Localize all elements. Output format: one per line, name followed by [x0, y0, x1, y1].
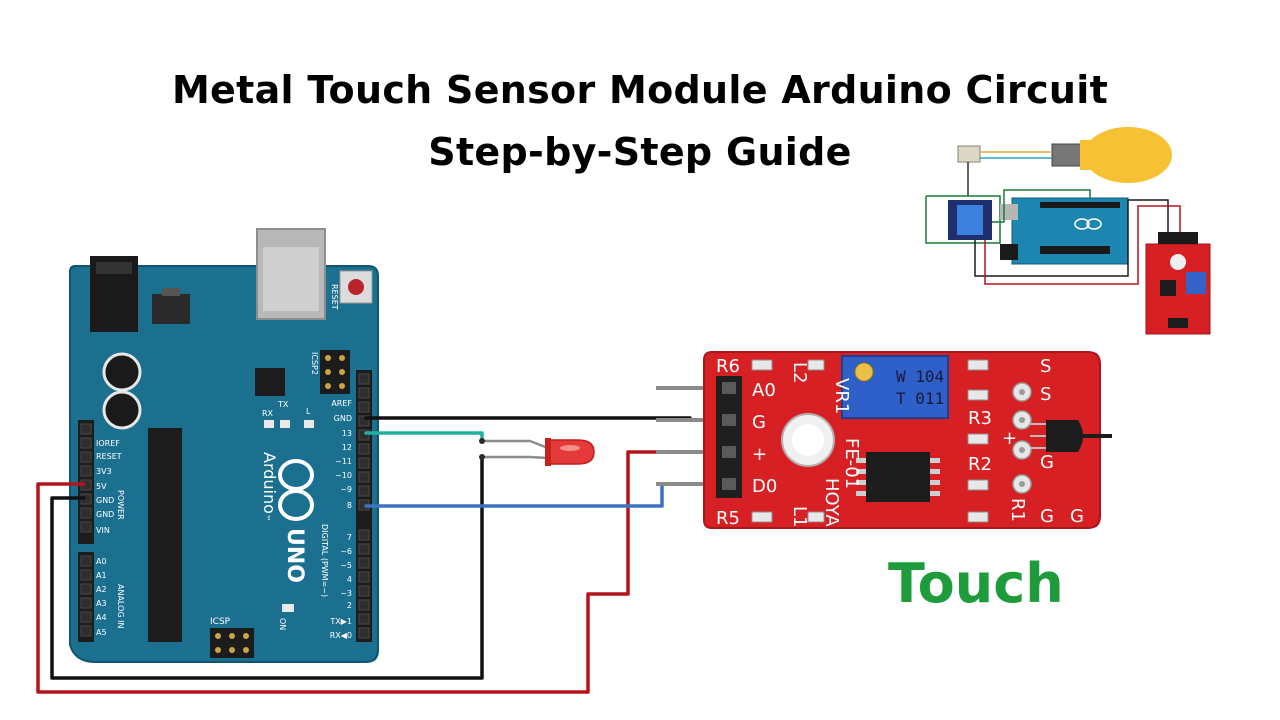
- wire-pin8-d0: [364, 482, 692, 508]
- inset-touch-module: [1145, 232, 1211, 335]
- touch-transistor: [1030, 420, 1112, 452]
- a2-label: A2: [96, 585, 107, 594]
- rx0-label: RX◀0: [330, 631, 352, 640]
- pin3-label: ~3: [340, 589, 352, 598]
- pin12-label: 12: [342, 443, 352, 452]
- plus-side-label: +: [1002, 428, 1017, 449]
- pin6-label: ~6: [340, 547, 352, 556]
- diagram-title-line1: Metal Touch Sensor Module Arduino Circui…: [171, 68, 1109, 112]
- inset-circuit-diagram: [925, 127, 1211, 335]
- wire-pin13-led: [364, 431, 484, 443]
- power-header: [78, 420, 94, 544]
- tx1-label: TX▶1: [329, 617, 352, 626]
- a5-label: A5: [96, 628, 107, 637]
- l2-label: L2: [789, 362, 810, 383]
- pin4-label: 4: [347, 575, 352, 584]
- l-led-label: L: [306, 407, 311, 416]
- 3v3-label: 3V3: [96, 467, 112, 476]
- a3-label: A3: [96, 599, 107, 608]
- digital-label: DIGITAL (PWM=~): [320, 524, 329, 597]
- r6-label: R6: [716, 356, 740, 377]
- arduino-logo: [278, 459, 314, 521]
- module-a0-label: A0: [752, 380, 776, 401]
- a4-label: A4: [96, 613, 107, 622]
- pin7-label: 7: [347, 533, 352, 542]
- g-bot-label: G: [1040, 506, 1054, 527]
- gnd2-label: GND: [96, 510, 114, 519]
- aref-label: AREF: [331, 399, 352, 408]
- atmega-chip: [148, 428, 182, 642]
- pin5-label: ~5: [340, 561, 352, 570]
- s-mid-label: S: [1040, 384, 1051, 405]
- touch-caption: Touch: [888, 552, 1064, 615]
- a0-label: A0: [96, 557, 107, 566]
- inset-arduino: [1000, 197, 1129, 265]
- pin2-label: 2: [347, 601, 352, 610]
- rx-label: RX: [262, 409, 274, 418]
- wire-5v: [36, 450, 692, 694]
- red-led: [545, 438, 595, 466]
- trademark-text: ™: [262, 514, 271, 522]
- vr1-label: VR1: [831, 378, 852, 414]
- r3-label: R3: [968, 408, 992, 429]
- analog-in-label: ANALOG IN: [116, 584, 125, 629]
- module-plus-label: +: [752, 444, 767, 465]
- digital-pin-labels: AREF GND 13 12 ~11 ~10 ~9 8 7 ~6 ~5 4 ~3…: [329, 399, 352, 640]
- a1-label: A1: [96, 571, 107, 580]
- 5v-label: 5V: [96, 482, 107, 491]
- ioref-label: IOREF: [96, 439, 120, 448]
- gnd-pin-label: GND: [334, 414, 352, 423]
- comparator-chip: [856, 452, 940, 502]
- arduino-brand-text: Arduino: [260, 452, 279, 514]
- s-top-label: S: [1040, 356, 1051, 377]
- g-side-label: G: [1070, 506, 1084, 527]
- pin10-label: ~10: [335, 471, 352, 480]
- pin11-label: ~11: [335, 457, 352, 466]
- analog-header: [78, 552, 94, 642]
- module-d0-label: D0: [752, 476, 777, 497]
- pin13-label: 13: [342, 429, 352, 438]
- power-label: POWER: [116, 490, 125, 520]
- power-pin-labels: IOREF RESET 3V3 5V GND GND VIN: [96, 439, 122, 535]
- tx-label: TX: [277, 400, 289, 409]
- icsp2-header: [320, 350, 350, 394]
- potentiometer: W 104 T 011: [841, 355, 949, 419]
- icsp2-label: ICSP2: [310, 352, 319, 375]
- capacitor: [102, 390, 142, 430]
- icsp-label: ICSP: [210, 617, 231, 627]
- r1-label: R1: [1007, 498, 1028, 522]
- hoya-label: HOYA: [821, 478, 842, 527]
- uno-text: UNO: [282, 528, 307, 583]
- pot-code-1: W 104: [896, 367, 944, 386]
- on-label: ON: [278, 618, 287, 630]
- r2-label: R2: [968, 454, 992, 475]
- chip-label: FE-01: [841, 438, 862, 489]
- arduino-uno-board: RESET ICSP2 TX RX L Arduino ™ UNO: [69, 228, 379, 663]
- diagram-title-line2: Step-by-Step Guide: [428, 130, 852, 174]
- reset-label: RESET: [330, 284, 339, 310]
- pot-code-2: T 011: [896, 389, 944, 408]
- capacitor: [102, 352, 142, 392]
- reset-pin-label: RESET: [96, 452, 122, 461]
- wire-gnd-loop: [50, 455, 484, 680]
- pin8-label: 8: [347, 501, 352, 510]
- l1-label: L1: [789, 506, 810, 527]
- digital-header: [356, 370, 372, 642]
- g-mid-label: G: [1040, 452, 1054, 473]
- gnd1-label: GND: [96, 496, 114, 505]
- vin-label: VIN: [96, 526, 110, 535]
- touch-sensor-module: R6 A0 G + D0 R5 L2 L1 W 104 T 011: [656, 351, 1112, 529]
- analog-pin-labels: A0 A1 A2 A3 A4 A5: [96, 557, 107, 637]
- r5-label: R5: [716, 508, 740, 529]
- pin9-label: ~9: [340, 485, 352, 494]
- icsp-header: [210, 628, 254, 658]
- module-g-label: G: [752, 412, 766, 433]
- light-bulb: [1051, 127, 1172, 183]
